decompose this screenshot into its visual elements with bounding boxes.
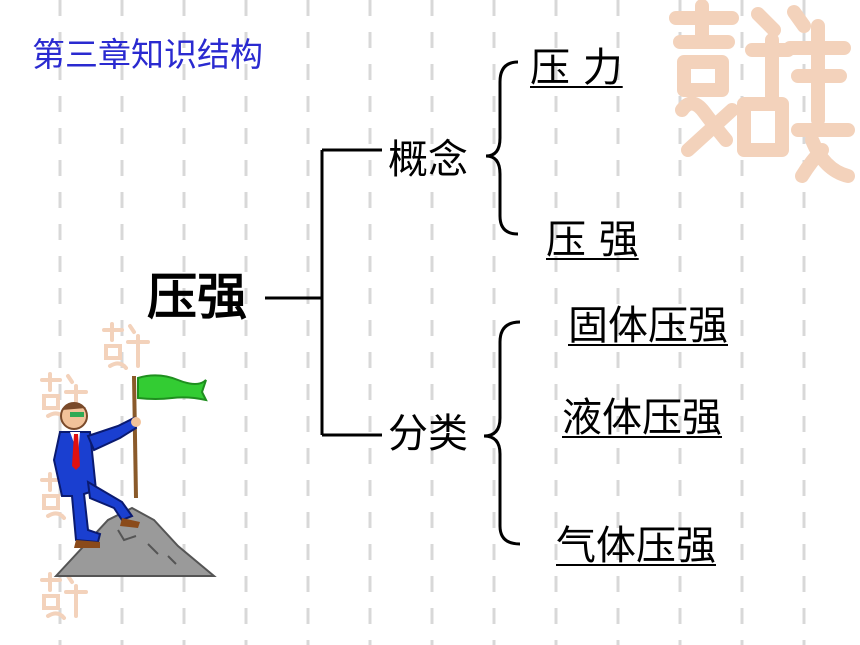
branch-concept: 概念 [388, 137, 468, 183]
branch-classification: 分类 [388, 411, 468, 457]
decorative-seal-small-1 [102, 322, 150, 370]
leaf-pressure-force: 压 力 [530, 45, 623, 91]
leaf-liquid-pressure: 液体压强 [562, 395, 722, 441]
page-title: 第三章知识结构 [32, 35, 263, 74]
leaf-pressure: 压 强 [546, 217, 639, 263]
decorative-seal-small-2 [40, 372, 88, 420]
climber-with-flag-icon [52, 374, 217, 577]
decorative-seal-large [669, 0, 855, 183]
leaf-gas-pressure: 气体压强 [556, 523, 716, 569]
root-node: 压强 [147, 268, 247, 326]
leaf-solid-pressure: 固体压强 [568, 303, 728, 349]
decorative-seal-small-4 [40, 572, 88, 620]
